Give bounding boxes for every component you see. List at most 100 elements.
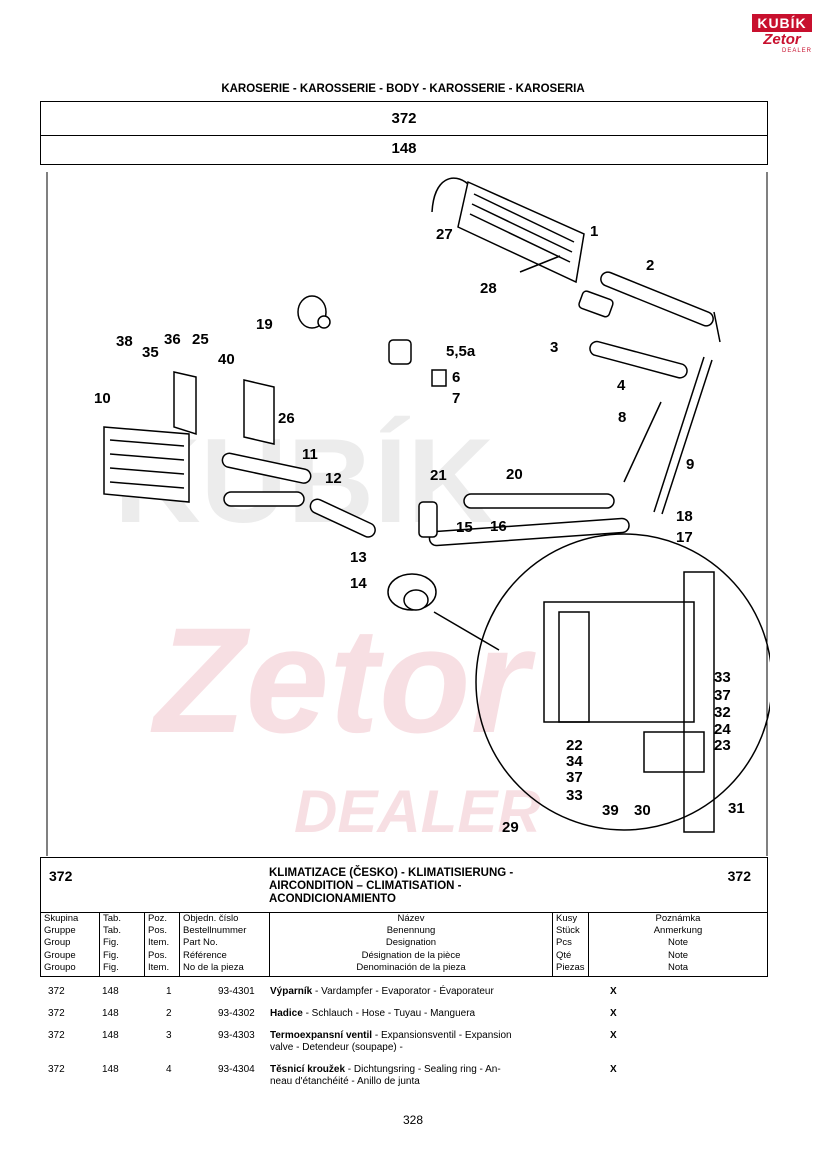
- row-qty: X: [610, 1030, 617, 1041]
- callout-38: 38: [116, 333, 133, 350]
- exploded-parts-diagram: KUBÍK Zetor DEALER: [46, 172, 770, 856]
- row-name: Těsnicí kroužek - Dichtungsring - Sealin…: [270, 1064, 501, 1075]
- info-group-number: 372: [49, 868, 73, 884]
- kubik-zetor-logo: KUBÍK Zetor DEALER: [752, 14, 812, 70]
- callout-labels: 1 2 3 4 5,5a 6 7 8 9 10 11 12 13 14 15 1…: [94, 223, 745, 836]
- callout-32: 32: [714, 704, 731, 721]
- callout-13: 13: [350, 549, 367, 566]
- callout-15: 15: [456, 519, 473, 536]
- row-part: 93-4303: [218, 1030, 255, 1041]
- row-name: Výparník - Vardampfer - Evaporator - Éva…: [270, 986, 494, 997]
- row-part: 93-4304: [218, 1064, 255, 1075]
- callout-7: 7: [452, 390, 460, 407]
- page-title: KAROSERIE - KAROSSERIE - BODY - KAROSSER…: [221, 83, 585, 95]
- switch-part: [388, 339, 447, 387]
- callout-40: 40: [218, 351, 235, 368]
- info-title-line2: AIRCONDITION – CLIMATISATION -: [269, 880, 462, 892]
- callout-26: 26: [278, 410, 295, 427]
- callout-37a: 37: [714, 687, 731, 704]
- row-part: 93-4302: [218, 1008, 255, 1019]
- logo-sub: Zetor: [763, 31, 801, 48]
- callout-30: 30: [634, 802, 651, 819]
- callout-12: 12: [325, 470, 342, 487]
- row-tab: 148: [102, 986, 119, 997]
- row-pos: 1: [166, 986, 172, 997]
- col-pos-header: Poz.Pos.Item.Pos.Item.: [144, 913, 179, 977]
- callout-3: 3: [550, 339, 558, 356]
- row-tab: 148: [102, 1030, 119, 1041]
- row-tab: 148: [102, 1064, 119, 1075]
- callout-19: 19: [256, 316, 273, 333]
- condenser-part: [103, 371, 275, 503]
- row-group: 372: [48, 1064, 65, 1075]
- callout-36: 36: [164, 331, 181, 348]
- row-group: 372: [48, 1008, 65, 1019]
- row-name-line2: valve - Detendeur (soupape) -: [270, 1042, 403, 1053]
- detail-view: [433, 533, 770, 833]
- info-title-line3: ACONDICIONAMIENTO: [269, 893, 396, 905]
- callout-11: 11: [302, 446, 318, 463]
- callout-16: 16: [490, 518, 507, 535]
- evaporator-part: [431, 177, 585, 284]
- pipe-lines: [428, 340, 713, 547]
- row-pos: 2: [166, 1008, 172, 1019]
- callout-10: 10: [94, 390, 111, 407]
- info-group-number-right: 372: [727, 868, 751, 884]
- expansion-valve-part: [578, 290, 614, 318]
- group-number: 372: [391, 110, 417, 127]
- callout-29: 29: [502, 819, 519, 836]
- callout-8: 8: [618, 409, 626, 426]
- callout-27: 27: [436, 226, 453, 243]
- compressor-part: [387, 573, 437, 611]
- row-group: 372: [48, 1030, 65, 1041]
- hose-2-part: [600, 271, 721, 343]
- callout-17: 17: [676, 529, 693, 546]
- callout-34: 34: [566, 753, 583, 770]
- row-name: Termoexpansní ventil - Expansionsventil …: [270, 1030, 512, 1041]
- group-number-box: 372: [40, 101, 768, 136]
- callout-4: 4: [617, 377, 626, 394]
- callout-23: 23: [714, 737, 731, 754]
- table-number-box: 148: [40, 134, 768, 165]
- row-qty: X: [610, 1008, 617, 1019]
- callout-24: 24: [714, 721, 731, 738]
- callout-31: 31: [728, 800, 745, 817]
- row-tab: 148: [102, 1008, 119, 1019]
- callout-6: 6: [452, 369, 460, 386]
- row-name: Hadice - Schlauch - Hose - Tuyau - Mangu…: [270, 1008, 476, 1019]
- callout-25: 25: [192, 331, 209, 348]
- callout-28: 28: [480, 280, 497, 297]
- callout-5-5a: 5,5a: [446, 343, 476, 360]
- callout-37b: 37: [566, 769, 583, 786]
- logo-dealer: DEALER: [781, 48, 812, 54]
- logo-brand: KUBÍK: [752, 14, 812, 32]
- callout-1: 1: [590, 223, 598, 240]
- row-part: 93-4301: [218, 986, 255, 997]
- watermark-dealer: DEALER: [294, 778, 541, 845]
- row-qty: X: [610, 986, 617, 997]
- watermark-logo: Zetor: [150, 596, 537, 764]
- row-name-line2: neau d'étanchéité - Anillo de junta: [270, 1076, 420, 1087]
- callout-33a: 33: [714, 669, 731, 686]
- hose-11-12-part: [221, 452, 376, 538]
- col-tab-header: Tab.Tab.Fig.Fig.Fig.: [99, 913, 144, 977]
- row-group: 372: [48, 986, 65, 997]
- callout-35: 35: [142, 344, 159, 361]
- info-title: KLIMATIZACE (ČESKO) - KLIMATISIERUNG - A…: [269, 867, 589, 906]
- page-number: 328: [402, 1113, 424, 1127]
- callout-22: 22: [566, 737, 583, 754]
- row-pos: 4: [166, 1064, 172, 1075]
- table-number: 148: [391, 140, 417, 157]
- bulb-part: [297, 295, 331, 329]
- callout-21: 21: [430, 467, 447, 484]
- row-pos: 3: [166, 1030, 172, 1041]
- callout-9: 9: [686, 456, 694, 473]
- callout-20: 20: [506, 466, 523, 483]
- callout-33b: 33: [566, 787, 583, 804]
- callout-2: 2: [646, 257, 654, 274]
